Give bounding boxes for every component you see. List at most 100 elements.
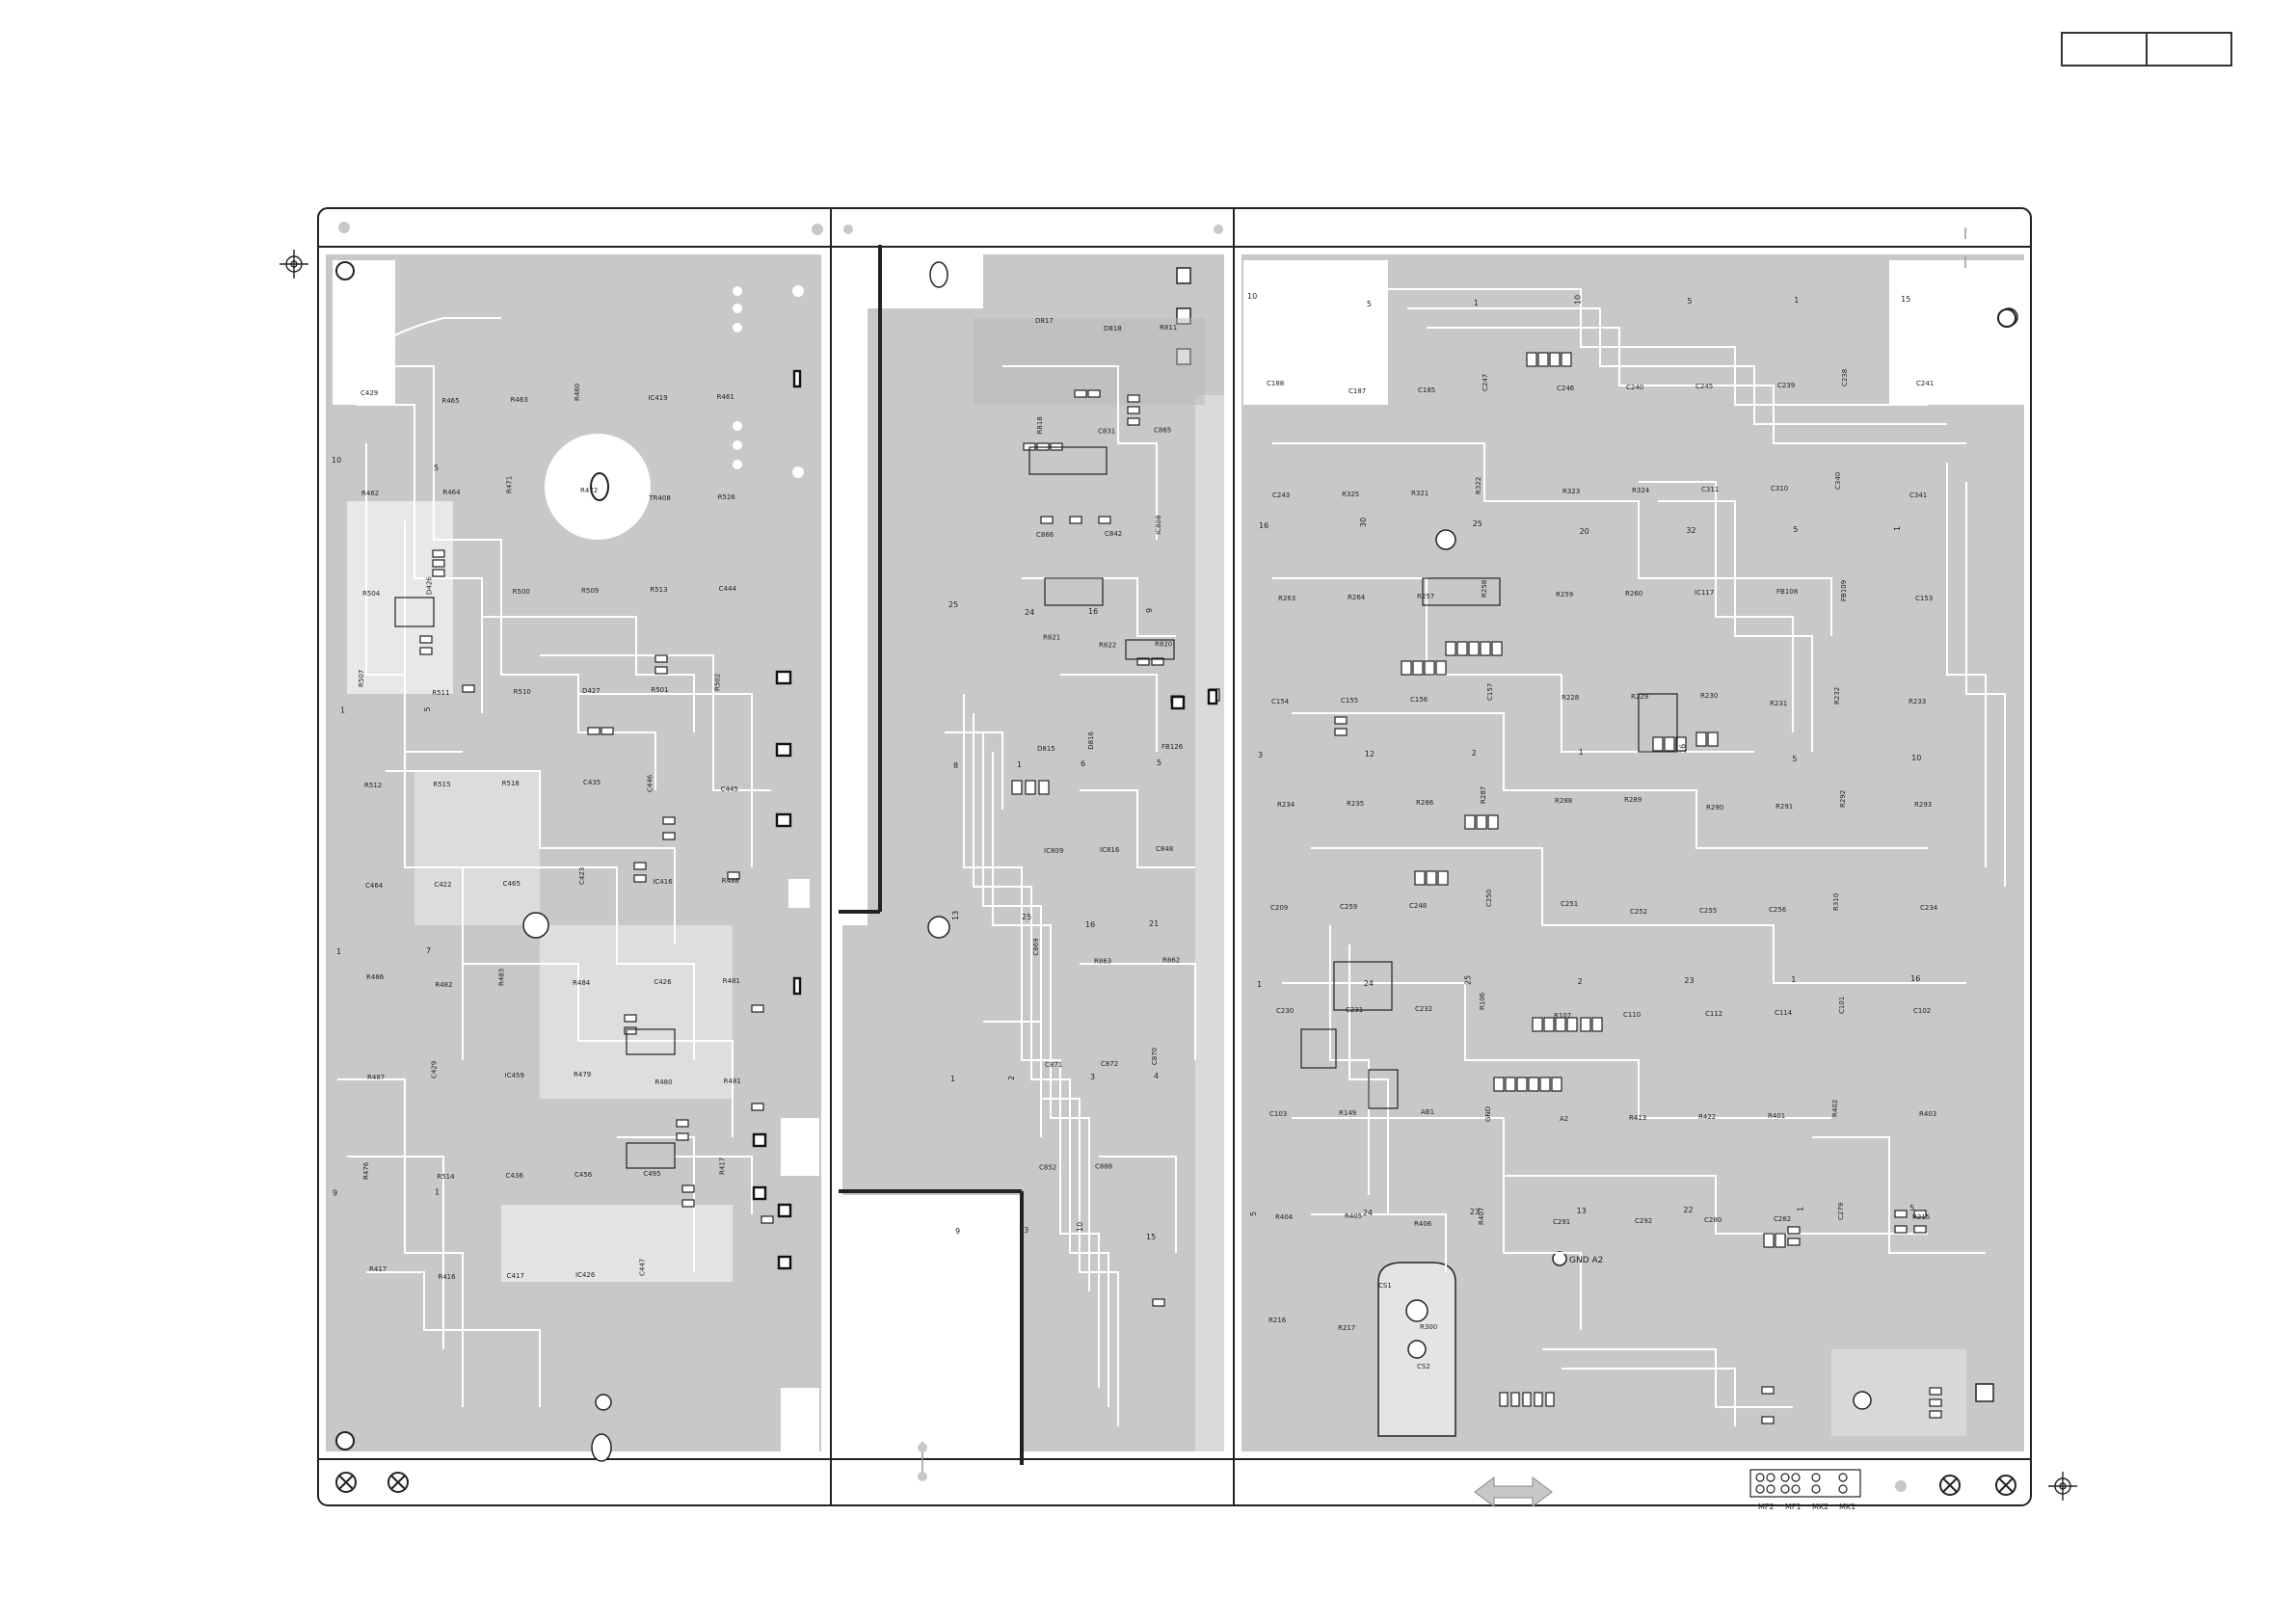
component-label: R264 — [1348, 594, 1366, 601]
component-label: R324 — [1632, 487, 1650, 494]
component-label: C842 — [1105, 530, 1122, 538]
component-label: R401 — [1768, 1112, 1785, 1120]
pin-number: 1 — [435, 1188, 440, 1197]
component-label: D815 — [1037, 745, 1055, 753]
ic-outlines — [394, 446, 1678, 1169]
component-label: C234 — [1920, 904, 1938, 912]
pin-number: 25 — [948, 600, 958, 609]
pin-number: 22 — [1683, 1206, 1693, 1214]
component-label: C188 — [1267, 380, 1284, 387]
pin-number: 15 — [1901, 295, 1910, 304]
component-label: C245 — [1695, 383, 1713, 390]
component-label: D817 — [1035, 317, 1054, 325]
component-label: R215 — [1912, 1213, 1930, 1221]
component-label: C465 — [503, 880, 521, 888]
component-label: C495 — [643, 1170, 660, 1178]
component-label: C444 — [719, 585, 737, 593]
component-label: R235 — [1347, 800, 1364, 808]
component-label: R462 — [361, 490, 379, 497]
pin-number: 5 — [1249, 1211, 1258, 1216]
component-label: R822 — [1099, 641, 1116, 649]
pin-number: 10 — [332, 456, 341, 465]
pin-number: 2 — [1007, 1076, 1016, 1080]
connector-label: MF2 — [1758, 1503, 1775, 1511]
pin-number: 3 — [1090, 1073, 1095, 1081]
pin-number: 25 — [1022, 913, 1031, 921]
double-arrow-icon — [1474, 1477, 1553, 1507]
pin-number: 1 — [950, 1075, 955, 1083]
component-label: R476 — [362, 1161, 370, 1180]
pin-number: 23 — [1684, 976, 1694, 985]
registration-marks — [918, 227, 1966, 1481]
component-pads — [419, 352, 1942, 1424]
component-label: C185 — [1418, 386, 1435, 394]
component-label: IC117 — [1695, 589, 1714, 597]
component-label: R404 — [1275, 1213, 1294, 1221]
component-label: C114 — [1775, 1009, 1793, 1017]
test-point-label: GND A2 — [1569, 1256, 1603, 1265]
component-label: R413 — [1629, 1114, 1646, 1122]
connector-label: MK1 — [1839, 1503, 1855, 1511]
component-label: C243 — [1272, 492, 1290, 499]
component-label: R228 — [1562, 694, 1579, 702]
component-label: IC426 — [575, 1271, 596, 1279]
component-label: C250 — [1485, 890, 1493, 907]
pin-number: 16 — [1259, 521, 1268, 530]
component-label: C259 — [1340, 903, 1357, 911]
component-label: R260 — [1625, 590, 1642, 598]
component-label: C340 — [1834, 472, 1842, 490]
component-label: C156 — [1410, 696, 1428, 704]
component-label: TR408 — [648, 494, 671, 502]
component-label: R479 — [574, 1071, 591, 1078]
component-label: C153 — [1915, 595, 1933, 602]
component-label: R821 — [1043, 633, 1060, 641]
component-label: R258 — [1481, 580, 1488, 598]
pin-number: 5 — [423, 706, 432, 711]
component-label: R402 — [1831, 1100, 1839, 1117]
component-label: C417 — [507, 1272, 524, 1280]
component-label: R263 — [1278, 595, 1295, 602]
pin-number: 13 — [1019, 1226, 1028, 1235]
pin-number: 6 — [1081, 759, 1085, 768]
pin-number: 9 — [1145, 608, 1154, 613]
component-label: C230 — [1276, 1007, 1294, 1015]
component-label: R149 — [1339, 1109, 1356, 1117]
component-label: R233 — [1909, 698, 1926, 705]
component-label: R232 — [1833, 687, 1841, 705]
pin-number: 5 — [1793, 525, 1798, 534]
component-label: R403 — [1919, 1110, 1936, 1118]
pin-number: 1 — [336, 947, 341, 956]
component-label: R480 — [654, 1078, 672, 1086]
pin-number: 5 — [434, 464, 439, 472]
component-label: R513 — [650, 586, 667, 594]
component-label: C248 — [1409, 902, 1427, 910]
component-label: D818 — [1104, 325, 1122, 333]
component-label: R486 — [366, 973, 385, 981]
component-label: C280 — [1704, 1216, 1722, 1224]
component-label: C435 — [583, 779, 601, 786]
component-label: R465 — [441, 397, 459, 405]
component-label: C251 — [1561, 900, 1578, 908]
component-label: R417 — [719, 1157, 727, 1175]
component-label: IC809 — [1044, 847, 1063, 855]
component-label: R229 — [1631, 693, 1648, 701]
component-label: C865 — [1154, 426, 1171, 434]
component-label: C429 — [360, 389, 378, 397]
component-label: R514 — [437, 1173, 455, 1181]
component-label: C238 — [1841, 369, 1849, 386]
component-label: R292 — [1839, 790, 1847, 808]
pin-number: 1 — [1794, 296, 1799, 305]
component-label: R501 — [651, 686, 668, 694]
component-label: R416 — [438, 1273, 456, 1281]
component-label: R483 — [498, 969, 506, 986]
component-label: R286 — [1416, 799, 1434, 807]
pin-number: 1 — [1796, 1207, 1804, 1211]
component-label: R463 — [511, 396, 528, 404]
pin-number: 1 — [1474, 299, 1479, 307]
pin-number: 32 — [1686, 526, 1695, 535]
component-label: C246 — [1557, 385, 1575, 392]
component-label: IC419 — [648, 394, 667, 402]
component-label: FB126 — [1161, 743, 1184, 751]
component-label: R488 — [722, 877, 739, 885]
component-label: R510 — [514, 688, 531, 696]
